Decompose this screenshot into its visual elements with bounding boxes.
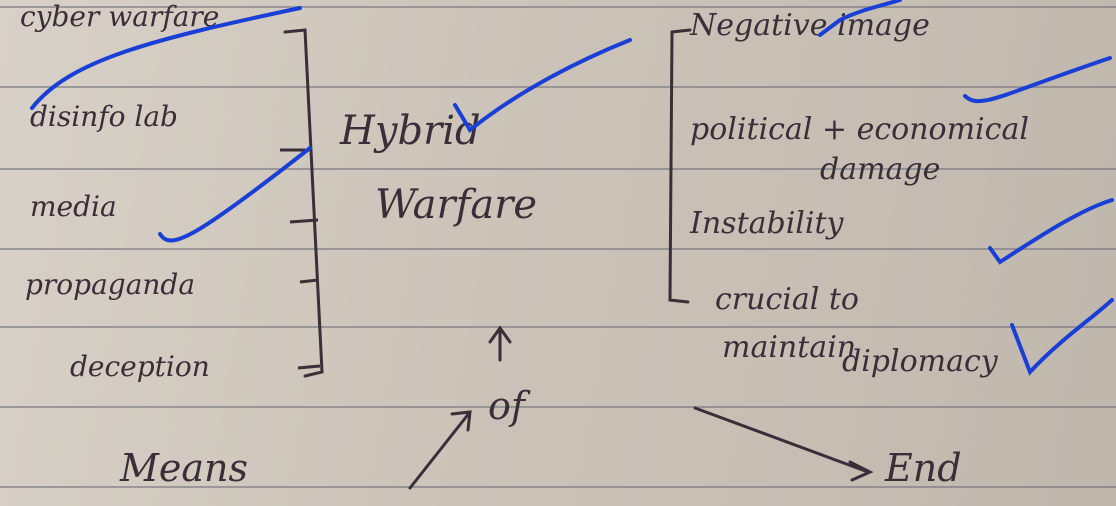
end-item-diplomacy: diplomacy	[842, 344, 998, 379]
end-label: End	[885, 446, 962, 490]
end-item-instability: Instability	[690, 206, 844, 241]
diagonal-arrow-icon	[408, 410, 472, 490]
ruled-line	[0, 248, 1116, 250]
means-item-cyber-warfare: cyber warfare	[20, 0, 220, 33]
checkmark-icon	[818, 0, 902, 37]
ends-bracket	[668, 28, 692, 304]
checkmark-icon	[158, 146, 312, 243]
ruled-line	[0, 326, 1116, 328]
end-item-negative-image: Negative image	[690, 8, 930, 43]
means-label: Means	[120, 446, 249, 490]
means-item-disinfo-lab: disinfo lab	[30, 100, 178, 133]
checkmark-icon	[453, 38, 632, 133]
end-item-political-economical: political + economical	[690, 112, 1029, 147]
checkmark-icon	[30, 6, 302, 110]
checkmark-icon	[963, 56, 1112, 104]
checkmark-icon	[1010, 298, 1114, 376]
ruled-line	[0, 406, 1116, 408]
end-item-maintain: maintain	[722, 330, 857, 365]
bracket-tick	[299, 278, 319, 284]
end-item-damage: damage	[820, 152, 941, 187]
ruled-line	[0, 86, 1116, 88]
ruled-line	[0, 486, 1116, 488]
bracket-tick	[297, 364, 321, 370]
of-label: of	[488, 384, 525, 428]
means-item-deception: deception	[70, 350, 210, 383]
checkmark-icon	[988, 198, 1114, 265]
end-arrow-icon	[693, 406, 874, 482]
up-arrow-icon	[488, 325, 512, 362]
ruled-line	[0, 6, 1116, 8]
means-item-propaganda: propaganda	[25, 268, 196, 301]
warfare-label: Warfare	[375, 182, 538, 228]
hybrid-label: Hybrid	[340, 108, 481, 154]
means-item-media: media	[30, 190, 117, 223]
bracket-tick	[289, 218, 319, 224]
end-item-crucial-to: crucial to	[715, 282, 859, 317]
ruled-line	[0, 168, 1116, 170]
means-bracket	[283, 28, 324, 378]
